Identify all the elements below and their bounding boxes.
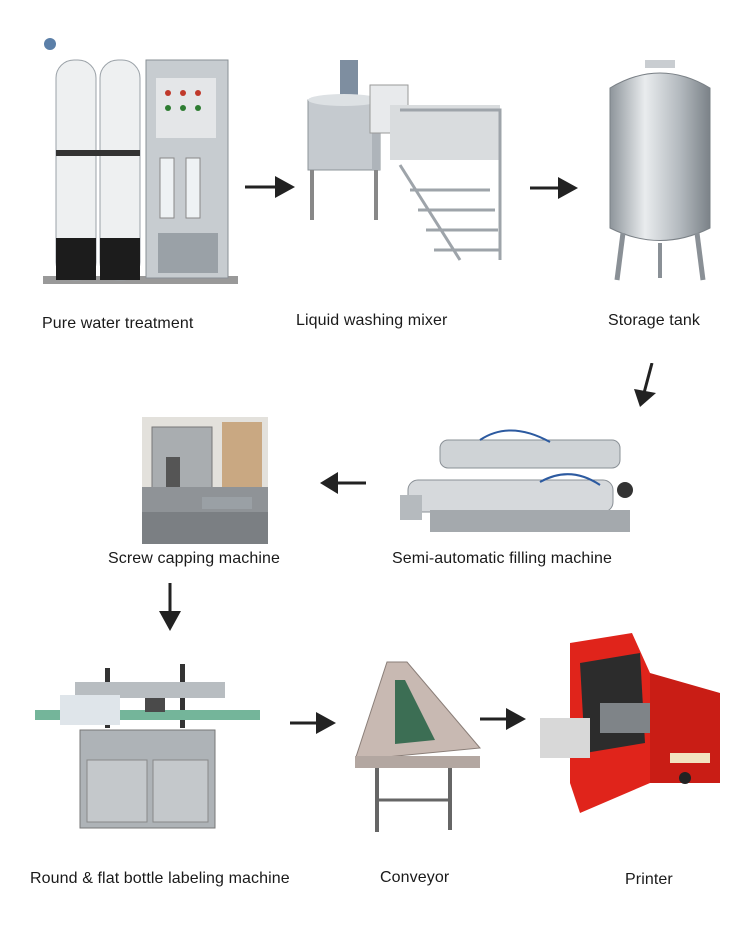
storage-tank-icon — [609, 60, 711, 281]
arrow-filling-to-capping — [320, 472, 366, 494]
conveyor-node — [355, 660, 485, 835]
filling-machine-icon — [400, 429, 633, 532]
storage-tank-label: Storage tank — [608, 312, 700, 329]
mixer-tank-icon — [307, 60, 502, 261]
arrow-capping-to-labeling — [159, 583, 181, 631]
capping-machine-icon — [142, 417, 268, 544]
conveyor-icon — [355, 661, 482, 832]
liquid-washing-mixer-label: Liquid washing mixer — [296, 312, 448, 329]
semi-automatic-filling-machine-label: Semi-automatic filling machine — [392, 550, 612, 567]
pure-water-treatment-node — [38, 38, 243, 300]
labeling-machine-label: Round & flat bottle labeling machine — [30, 870, 290, 887]
screw-capping-machine-node — [142, 417, 268, 544]
printer-icon — [540, 633, 720, 813]
screw-capping-machine-label: Screw capping machine — [108, 550, 280, 567]
arrow-labeling-to-conveyor — [290, 712, 336, 734]
printer-node — [540, 633, 725, 818]
arrow-pure-water-to-mixer — [245, 176, 295, 198]
arrow-conveyor-to-printer — [480, 708, 526, 730]
pure-water-treatment-label: Pure water treatment — [42, 315, 194, 332]
labeling-machine-node — [35, 660, 260, 838]
water-treatment-machine-icon — [43, 38, 238, 284]
arrow-mixer-to-storage — [530, 177, 578, 199]
printer-label: Printer — [625, 871, 673, 888]
labeling-machine-icon — [35, 664, 260, 829]
conveyor-label: Conveyor — [380, 869, 450, 886]
storage-tank-node — [605, 58, 715, 283]
liquid-washing-mixer-node — [300, 60, 510, 270]
semi-automatic-filling-machine-node — [400, 420, 635, 535]
arrow-storage-to-filling — [634, 363, 656, 407]
